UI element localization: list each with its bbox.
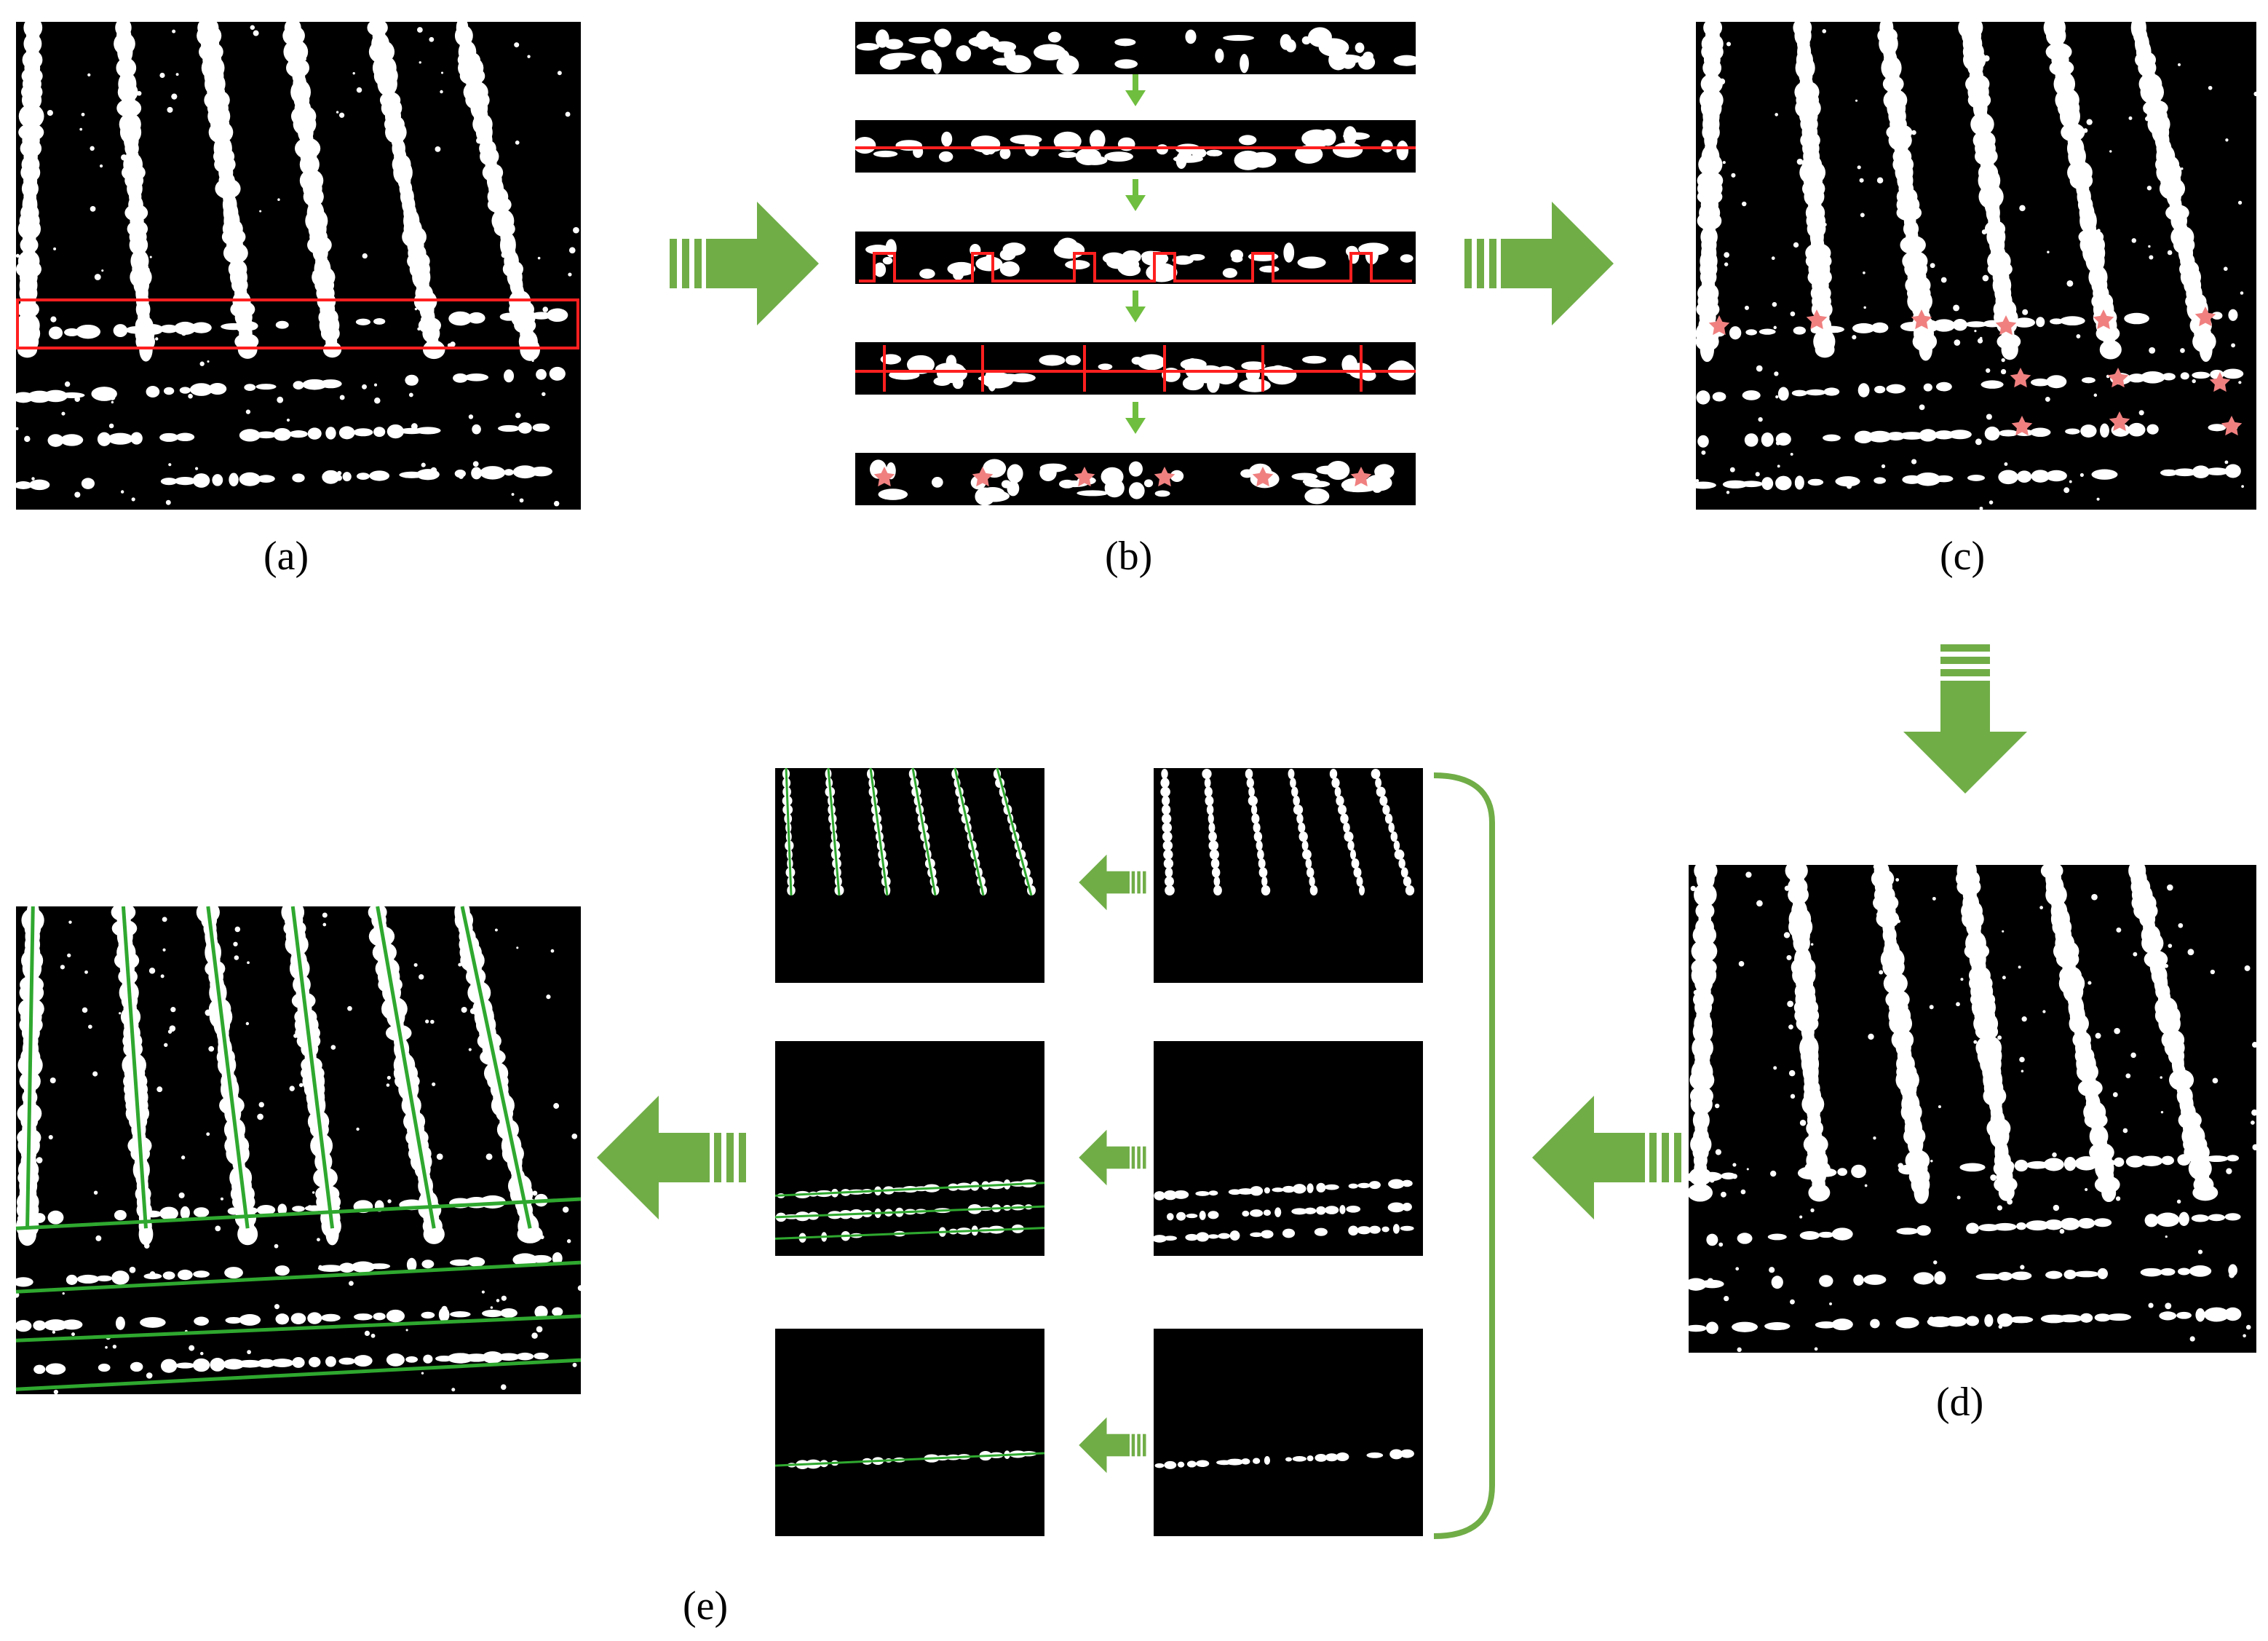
panel-c-image bbox=[1690, 15, 2259, 510]
processing-strip bbox=[855, 453, 1416, 506]
label-e: (e) bbox=[683, 1583, 729, 1629]
panel-d-crop-rows bbox=[1685, 858, 2242, 1334]
flow-arrow-icon bbox=[1464, 202, 1614, 325]
small-down-arrow-icon bbox=[1125, 74, 1146, 106]
subimage-result-3 bbox=[774, 1329, 1045, 1536]
flow-arrow-icon bbox=[1079, 854, 1146, 911]
panel-e-fitted-lines bbox=[15, 906, 582, 1391]
processing-strip bbox=[855, 342, 1416, 395]
small-down-arrow-icon bbox=[1125, 402, 1146, 434]
panel-a-image bbox=[11, 17, 581, 510]
flow-arrow-icon bbox=[1532, 1096, 1681, 1219]
subimage-result-2 bbox=[774, 1041, 1045, 1256]
subimage-result-1 bbox=[775, 767, 1044, 983]
flow-arrow-icon bbox=[597, 1096, 746, 1219]
panel-c-speckle bbox=[1695, 29, 2259, 510]
panel-d-speckle bbox=[1690, 863, 2259, 1353]
subimage-source-3 bbox=[1154, 1329, 1423, 1536]
processing-strip bbox=[855, 22, 1420, 75]
panel-e-result-image bbox=[13, 900, 584, 1395]
flow-arrow-icon bbox=[1079, 1129, 1146, 1186]
panel-a-speckle bbox=[15, 25, 579, 507]
flow-arrow-icon bbox=[1079, 1417, 1146, 1474]
label-d: (d) bbox=[1936, 1380, 1984, 1425]
processing-strip bbox=[853, 120, 1416, 173]
split-subimages-grid bbox=[774, 767, 1423, 1536]
panel-d-image bbox=[1685, 858, 2259, 1353]
small-down-arrow-icon bbox=[1125, 290, 1146, 323]
flow-arrow-icon bbox=[1903, 644, 2027, 794]
label-c: (c) bbox=[1940, 534, 1986, 579]
subimage-source-1 bbox=[1154, 768, 1423, 983]
subimage-source-2 bbox=[1151, 1041, 1423, 1256]
grouping-bracket bbox=[1433, 772, 1495, 1539]
label-a: (a) bbox=[263, 534, 309, 579]
panel-e-speckle bbox=[13, 912, 584, 1395]
panel-a-highlight-band bbox=[16, 298, 579, 349]
small-down-arrow-icon bbox=[1125, 179, 1146, 211]
flow-arrow-icon bbox=[670, 202, 819, 325]
panel-c-crop-rows bbox=[1690, 15, 2244, 491]
processing-strip bbox=[855, 232, 1416, 284]
label-b: (b) bbox=[1105, 534, 1153, 579]
panel-b-processing-strips bbox=[853, 22, 1420, 506]
